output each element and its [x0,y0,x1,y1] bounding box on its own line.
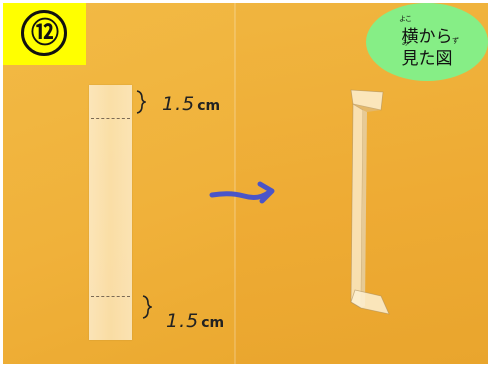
right-arrow-icon [209,181,275,204]
fold-line-top [91,118,130,119]
side-view-bubble: よこ 横から み ず 見た図 [366,3,488,81]
step-number: ⑫ [21,10,67,56]
paper-strip-folded [350,89,390,315]
measure-value-bottom: 1.5 [166,310,200,332]
bracket-bottom-icon [142,295,152,319]
ruby-zu: ず [452,37,459,45]
measure-unit-bottom: cm [201,315,225,331]
fold-line-bottom [91,296,130,297]
paper-strip-flat [89,85,132,340]
bubble-line-2: 見た図 [401,49,453,69]
bubble-line-1: 横から [401,27,453,47]
ruby-yoko: よこ [399,15,412,23]
photo-divider [234,3,236,364]
measure-unit-top: cm [197,98,221,114]
ruby-mi: み [402,39,409,47]
measure-value-top: 1.5 [162,93,196,115]
bracket-top-icon [136,90,146,114]
step-badge: ⑫ [3,3,86,65]
